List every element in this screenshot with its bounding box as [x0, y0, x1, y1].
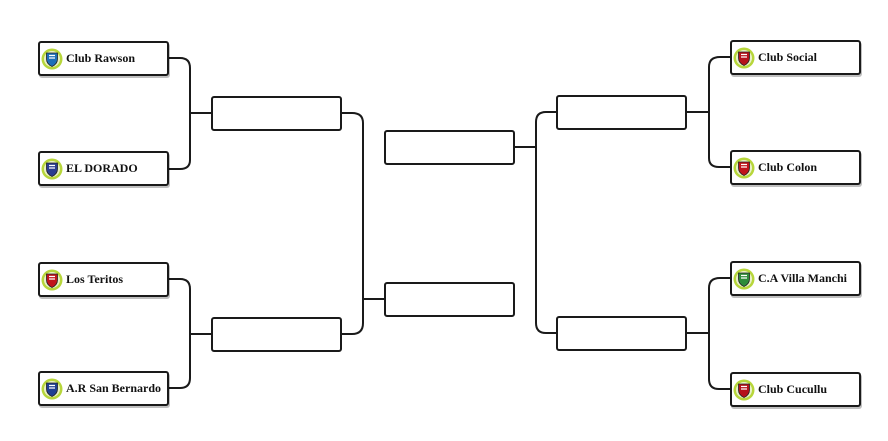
team-name: Club Rawson	[66, 51, 136, 65]
team-name: Los Teritos	[66, 272, 124, 286]
team-box-left-2[interactable]: EL DORADO	[38, 151, 169, 186]
connector-line-3	[169, 278, 191, 389]
team-box-left-3[interactable]: Los Teritos	[38, 262, 169, 297]
club-cucullu-crest-icon	[733, 379, 755, 401]
connector-line-1	[169, 57, 191, 170]
semifinal-slot-right-bottom[interactable]	[556, 316, 687, 351]
connector-line-5	[342, 112, 364, 335]
team-name: A.R San Bernardo	[66, 381, 162, 395]
connector-line-11	[535, 111, 556, 334]
third-place-slot[interactable]	[384, 282, 515, 317]
connector-line-7	[708, 56, 730, 168]
villa-manchi-crest-icon	[733, 268, 755, 290]
team-name: EL DORADO	[66, 161, 138, 175]
club-rawson-crest-icon	[41, 48, 63, 70]
team-box-left-4[interactable]: A.R San Bernardo	[38, 371, 169, 406]
club-colon-crest-icon	[733, 157, 755, 179]
team-box-right-1[interactable]: Club Social	[730, 40, 861, 75]
el-dorado-crest-icon	[41, 158, 63, 180]
semifinal-slot-left-top[interactable]	[211, 96, 342, 131]
los-teritos-crest-icon	[41, 269, 63, 291]
team-name: Club Social	[758, 50, 818, 64]
team-box-right-3[interactable]: C.A Villa Manchi	[730, 261, 861, 296]
club-social-crest-icon	[733, 47, 755, 69]
team-box-left-1[interactable]: Club Rawson	[38, 41, 169, 76]
team-name: C.A Villa Manchi	[758, 271, 848, 285]
semifinal-slot-left-bottom[interactable]	[211, 317, 342, 352]
team-box-right-4[interactable]: Club Cucullu	[730, 372, 861, 407]
team-name: Club Colon	[758, 160, 818, 174]
connector-line-9	[708, 277, 730, 390]
semifinal-slot-right-top[interactable]	[556, 95, 687, 130]
team-name: Club Cucullu	[758, 382, 828, 396]
final-slot[interactable]	[384, 130, 515, 165]
san-bernardo-crest-icon	[41, 378, 63, 400]
team-box-right-2[interactable]: Club Colon	[730, 150, 861, 185]
